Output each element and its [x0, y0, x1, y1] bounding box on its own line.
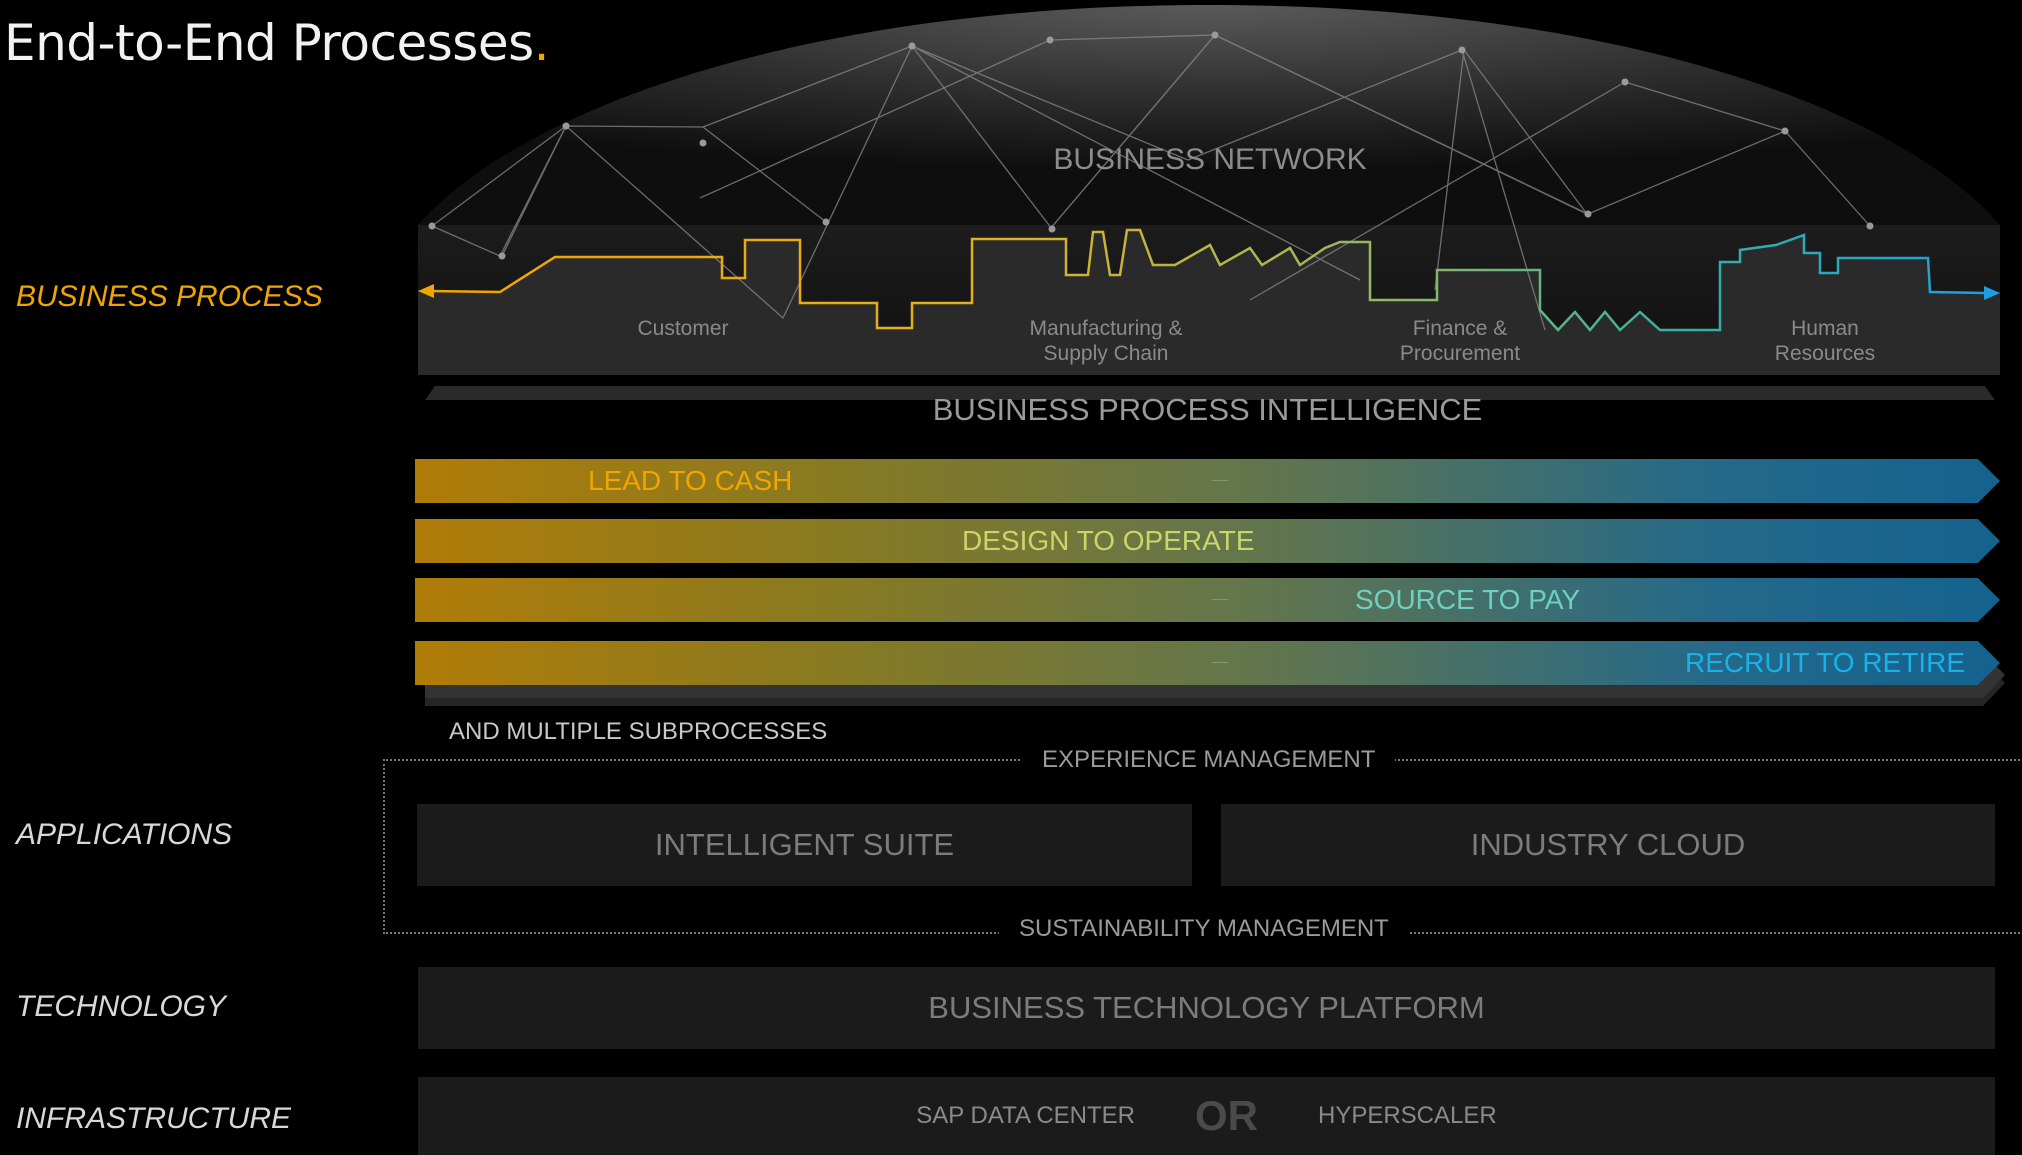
- flow-arrow-design-to-operate: DESIGN TO OPERATE: [415, 519, 2000, 563]
- business-network-diagram: [418, 5, 2000, 400]
- arrow-right-icon: [1984, 286, 2000, 300]
- hyperscaler-label: HYPERSCALER: [1317, 1102, 1497, 1129]
- industry-cloud-panel: INDUSTRY CLOUD: [1221, 804, 1995, 886]
- technology-platform-panel: BUSINESS TECHNOLOGY PLATFORM: [418, 967, 1995, 1049]
- label-technology: TECHNOLOGY: [16, 990, 227, 1023]
- domain-customer: Customer: [637, 317, 729, 340]
- business-network-label: BUSINESS NETWORK: [1053, 143, 1367, 176]
- domain-manufacturing-line1: Manufacturing &: [1029, 317, 1183, 340]
- subprocesses-caption: AND MULTIPLE SUBPROCESSES: [449, 718, 828, 745]
- domain-manufacturing-line2: Supply Chain: [1043, 342, 1169, 365]
- title-accent-dot: .: [533, 14, 550, 72]
- sap-data-center-label: SAP DATA CENTER: [916, 1102, 1135, 1129]
- flow-arrow-source-to-pay: SOURCE TO PAY: [415, 578, 2000, 622]
- experience-management-label: EXPERIENCE MANAGEMENT: [1022, 746, 1396, 774]
- network-dome: [418, 5, 2000, 225]
- intelligent-suite-panel: INTELLIGENT SUITE: [417, 804, 1192, 886]
- industry-cloud-label: INDUSTRY CLOUD: [1470, 827, 1746, 862]
- technology-platform-label: BUSINESS TECHNOLOGY PLATFORM: [928, 990, 1485, 1025]
- flow-label: SOURCE TO PAY: [1355, 584, 1581, 615]
- network-nodes: [428, 31, 1874, 260]
- label-business-process: BUSINESS PROCESS: [16, 280, 323, 313]
- bpi-label: BUSINESS PROCESS INTELLIGENCE: [932, 392, 1483, 427]
- arrow-left-icon: [418, 284, 434, 298]
- label-applications: APPLICATIONS: [16, 818, 233, 851]
- page-title: End-to-End Processes.: [4, 14, 550, 72]
- or-label: OR: [1194, 1092, 1258, 1139]
- flow-arrow-recruit-to-retire: RECRUIT TO RETIRE: [415, 641, 2000, 685]
- domain-hr-line2: Resources: [1774, 342, 1876, 365]
- flow-label: DESIGN TO OPERATE: [962, 525, 1255, 556]
- flow-label: RECRUIT TO RETIRE: [1685, 647, 1966, 678]
- bpi-bar: [425, 386, 1995, 400]
- domain-finance-line2: Procurement: [1399, 342, 1521, 365]
- intelligent-suite-label: INTELLIGENT SUITE: [654, 827, 955, 862]
- domain-finance-line1: Finance &: [1412, 317, 1508, 340]
- infrastructure-panel: SAP DATA CENTER OR HYPERSCALER: [418, 1077, 1995, 1155]
- domain-hr-line1: Human: [1791, 317, 1859, 340]
- flow-label: LEAD TO CASH: [588, 465, 793, 496]
- sustainability-management-label: SUSTAINABILITY MANAGEMENT: [999, 915, 1409, 943]
- skyline-buildings: [418, 230, 2000, 375]
- flow-arrow-lead-to-cash: LEAD TO CASH: [415, 459, 2000, 503]
- label-infrastructure: INFRASTRUCTURE: [16, 1102, 291, 1135]
- skyline-process-line: [427, 228, 1986, 332]
